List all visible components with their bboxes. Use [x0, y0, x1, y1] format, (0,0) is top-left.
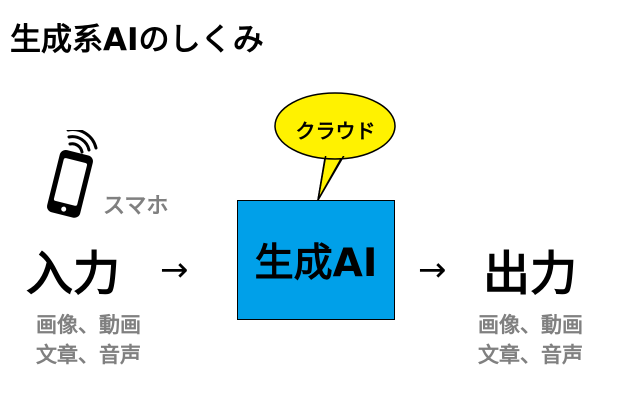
- output-arrow: →: [418, 250, 447, 290]
- device-label: スマホ: [103, 194, 169, 219]
- input-label: 入力: [26, 247, 120, 302]
- output-label: 出力: [483, 247, 577, 302]
- output-media-item: 文章、音声: [478, 343, 583, 368]
- input-media-list: 画像、動画 文章、音声: [36, 310, 141, 371]
- smartphone-icon: [47, 130, 98, 218]
- input-arrow: →: [160, 250, 189, 290]
- output-media-item: 画像、動画: [478, 313, 583, 337]
- cloud-speech-bubble: [274, 92, 396, 201]
- output-media-list: 画像、動画 文章、音声: [478, 310, 583, 371]
- generative-ai-label: 生成AI: [254, 241, 378, 286]
- input-media-item: 文章、音声: [36, 343, 141, 368]
- cloud-label: クラウド: [295, 119, 376, 143]
- input-media-item: 画像、動画: [36, 313, 141, 337]
- page-title: 生成系AIのしくみ: [10, 22, 264, 58]
- generative-ai-box: 生成AI: [237, 200, 395, 320]
